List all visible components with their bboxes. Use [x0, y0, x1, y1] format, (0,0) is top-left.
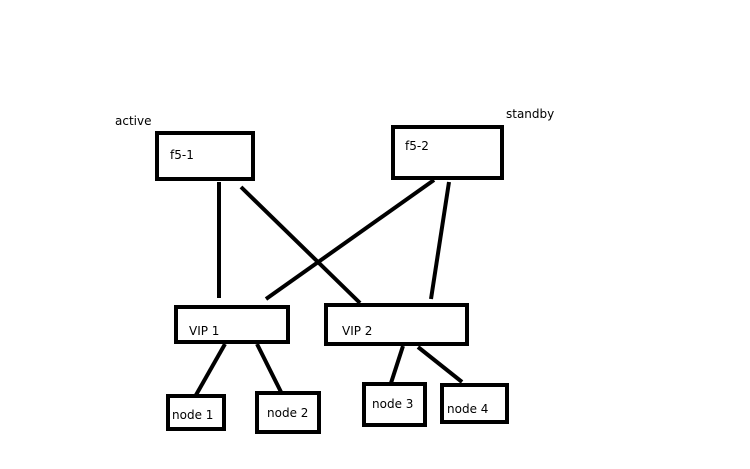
- link-vip2-node4: [416, 345, 464, 384]
- link-vip2-node3: [389, 345, 405, 384]
- standby-label: standby: [506, 107, 554, 121]
- f5-2-label: f5-2: [405, 139, 429, 153]
- vip1-label: VIP 1: [189, 324, 219, 338]
- node2-label: node 2: [267, 406, 308, 420]
- f5-1-label: f5-1: [170, 148, 194, 162]
- vip1-box: VIP 1: [174, 305, 290, 344]
- link-vip1-node1: [194, 343, 227, 396]
- node1-label: node 1: [172, 408, 213, 422]
- vip2-box: VIP 2: [324, 303, 469, 346]
- link-f5-2-vip1: [264, 178, 436, 301]
- vip2-label: VIP 2: [342, 324, 372, 338]
- link-f5-1-vip2: [239, 185, 362, 305]
- active-label: active: [115, 114, 151, 128]
- node2-box: node 2: [255, 391, 321, 434]
- f5-2-box: f5-2: [391, 125, 504, 180]
- f5-1-box: f5-1: [155, 131, 255, 181]
- node3-box: node 3: [362, 382, 427, 427]
- node4-box: node 4: [440, 383, 509, 424]
- link-f5-2-vip2: [429, 181, 451, 300]
- node4-label: node 4: [447, 402, 488, 416]
- node1-box: node 1: [166, 394, 226, 431]
- node3-label: node 3: [372, 397, 413, 411]
- link-vip1-node2: [255, 343, 284, 395]
